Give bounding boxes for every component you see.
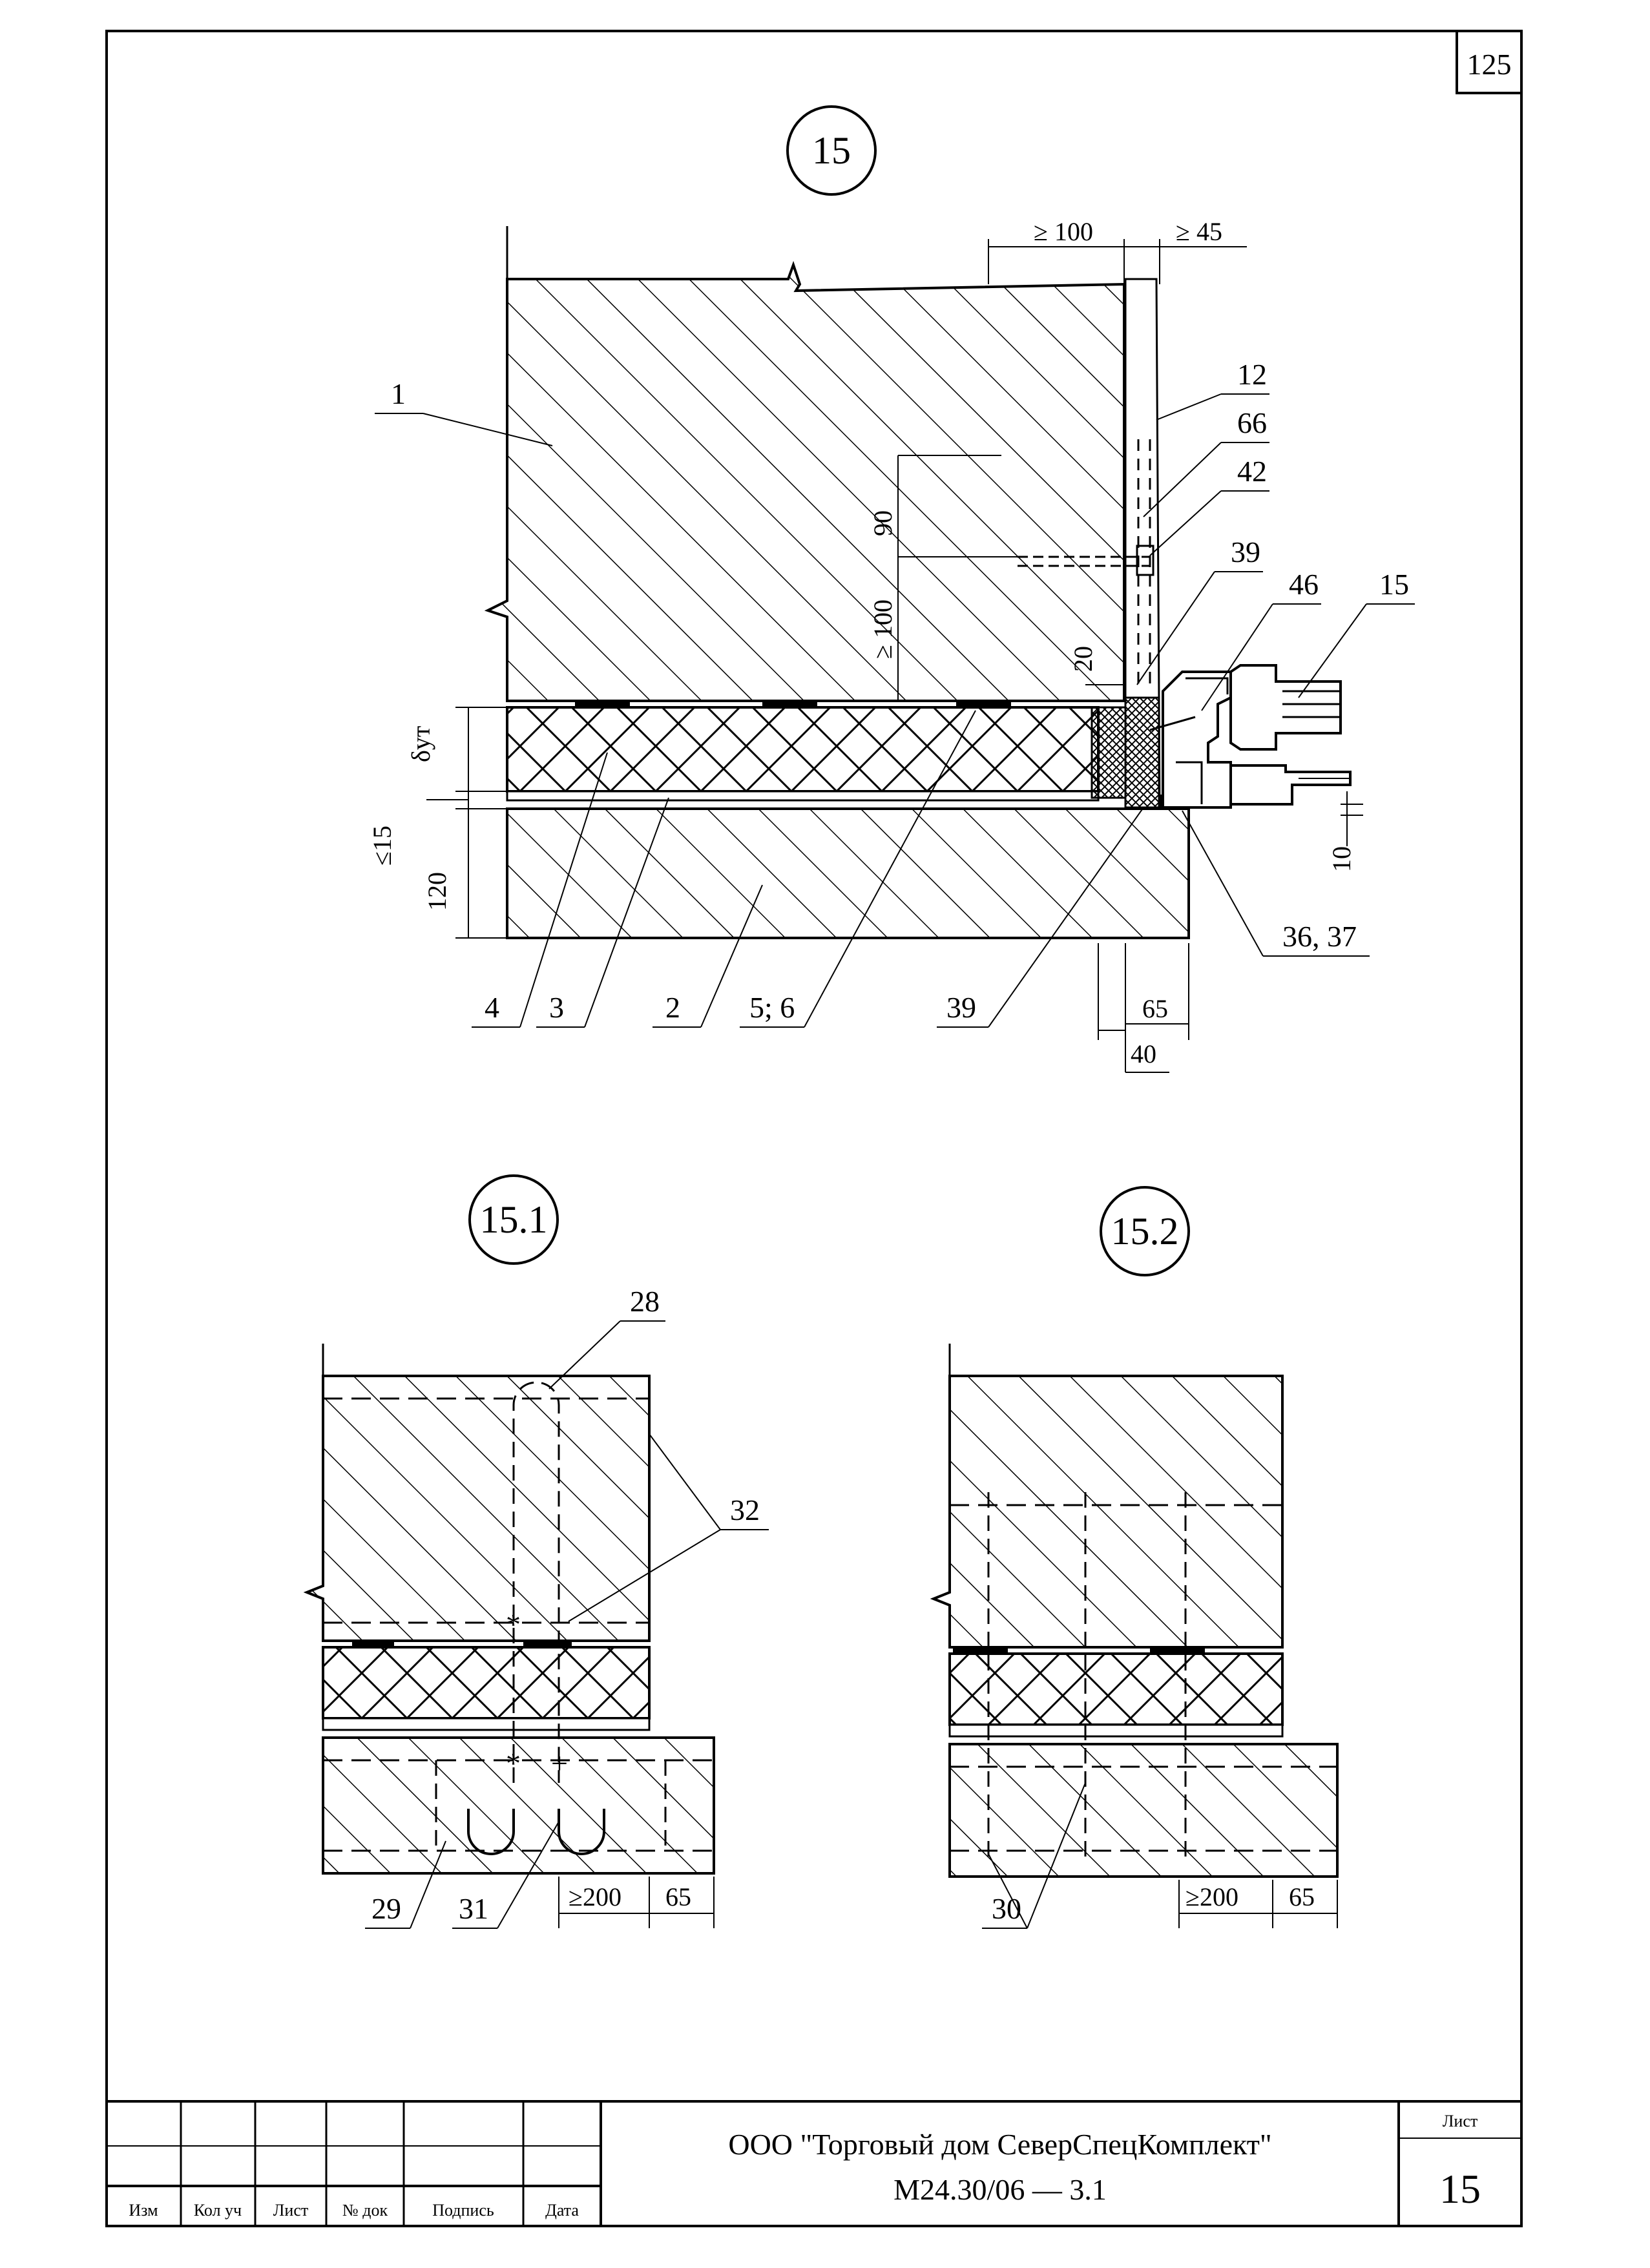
callout-39-bottom: 39 — [946, 991, 976, 1024]
sub2-dim-edge: 65 — [1289, 1882, 1315, 1911]
svg-text:*: * — [506, 1747, 521, 1780]
header-izm: Изм — [129, 2201, 158, 2220]
detail-15-callouts: 1 12 66 42 39 46 15 36, 37 4 — [375, 358, 1415, 1028]
sub2-dim-min: ≥200 — [1185, 1882, 1238, 1911]
svg-text:+: + — [551, 1747, 568, 1780]
adhesive-strip — [575, 701, 630, 709]
window-frame-profile — [1162, 671, 1232, 809]
dim-anchor-spacing: 90 — [868, 510, 897, 536]
callout-1: 1 — [391, 377, 406, 410]
dim-bottom-right: 65 — [1142, 994, 1168, 1023]
sub2-lower-slab — [948, 1743, 1339, 1878]
sealant-joint — [1124, 696, 1160, 810]
window-sill — [1229, 764, 1352, 806]
callout-42: 42 — [1237, 455, 1267, 488]
detail-15: 15 — [368, 105, 1415, 1073]
callout-12: 12 — [1237, 358, 1267, 391]
detail-15-1: 15.1 * * + 28 32 29 31 — [303, 1174, 769, 1929]
callout-31: 31 — [459, 1892, 488, 1925]
detail-15-1-number: 15.1 — [480, 1198, 548, 1241]
dim-top-right: ≥ 45 — [1176, 217, 1222, 246]
detail-15-number: 15 — [812, 129, 851, 172]
detail-15-marker — [786, 105, 877, 196]
dim-anchor-min: ≥ 100 — [868, 599, 897, 659]
header-data: Дата — [545, 2201, 579, 2220]
sub2-insulation — [948, 1652, 1284, 1726]
header-kol-uch: Кол уч — [194, 2201, 242, 2220]
callout-2: 2 — [665, 991, 680, 1024]
callout-28: 28 — [630, 1285, 660, 1318]
sheet-label: Лист — [1443, 2112, 1478, 2130]
callout-4: 4 — [485, 991, 499, 1024]
anchor-head — [1136, 545, 1154, 576]
lower-slab — [506, 807, 1190, 939]
header-podpis: Подпись — [432, 2201, 494, 2220]
sub1-dim-edge: 65 — [665, 1882, 691, 1911]
rebar-loop-28 — [512, 1381, 560, 1783]
callout-29: 29 — [371, 1892, 401, 1925]
callout-32: 32 — [730, 1493, 760, 1526]
callout-46: 46 — [1289, 568, 1319, 601]
dim-gap: 20 — [1069, 646, 1098, 672]
callout-5-6: 5; 6 — [749, 991, 795, 1024]
sheet-frame — [105, 30, 1523, 2227]
dim-bottom-left: 40 — [1131, 1039, 1156, 1068]
rebar-loop-29 — [467, 1809, 515, 1855]
dim-bottom-gap: 10 — [1327, 846, 1356, 872]
callout-36-37: 36, 37 — [1282, 920, 1357, 953]
title-block: Изм Кол уч Лист № док Подпись Дата ООО "… — [107, 2100, 1521, 2226]
sub1-dim-min: ≥200 — [569, 1882, 621, 1911]
header-list: Лист — [273, 2201, 308, 2220]
detail-15-2: 15.2 30 ≥200 65 — [930, 1186, 1339, 1929]
sub2-upper-slab — [930, 1375, 1284, 1649]
detail-15-1-marker — [468, 1174, 559, 1265]
callout-15: 15 — [1379, 568, 1409, 601]
callout-3: 3 — [549, 991, 564, 1024]
detail-15-2-number: 15.2 — [1111, 1210, 1179, 1253]
company-name: ООО "Торговый дом СеверСпецКомплект" — [728, 2128, 1271, 2161]
adhesive-strip — [956, 701, 1011, 709]
detail-15-dimensions: ≥ 100 ≥ 45 90 ≥ 100 20 δут ≤15 120 1 — [368, 217, 1363, 1073]
vent-insert — [1091, 706, 1127, 799]
adhesive-strip — [762, 701, 817, 709]
separation-layer — [506, 790, 1100, 802]
detail-15-2-marker — [1100, 1186, 1190, 1276]
sub1-insulation — [322, 1646, 651, 1720]
svg-text:*: * — [506, 1608, 521, 1641]
upper-wall-slab — [484, 260, 1125, 702]
document-code: М24.30/06 — 3.1 — [893, 2173, 1107, 2206]
header-n-dok: № док — [342, 2201, 388, 2220]
window-sash — [1229, 664, 1342, 751]
page-number: 125 — [1467, 48, 1512, 81]
dim-slab: 120 — [423, 872, 452, 911]
insulation-layer — [506, 706, 1100, 793]
sub1-upper-slab — [303, 1375, 651, 1642]
page-number-box — [1456, 30, 1523, 94]
rebar-loop-31 — [558, 1809, 605, 1855]
dim-insulation: δут — [406, 726, 435, 762]
callout-66: 66 — [1237, 406, 1267, 439]
dim-top-left: ≥ 100 — [1034, 217, 1093, 246]
callout-39-top: 39 — [1231, 536, 1260, 568]
callout-30: 30 — [992, 1892, 1021, 1925]
mounting-screw — [1149, 716, 1196, 731]
dim-joint: ≤15 — [368, 826, 397, 866]
sheet-number: 15 — [1439, 2166, 1481, 2212]
